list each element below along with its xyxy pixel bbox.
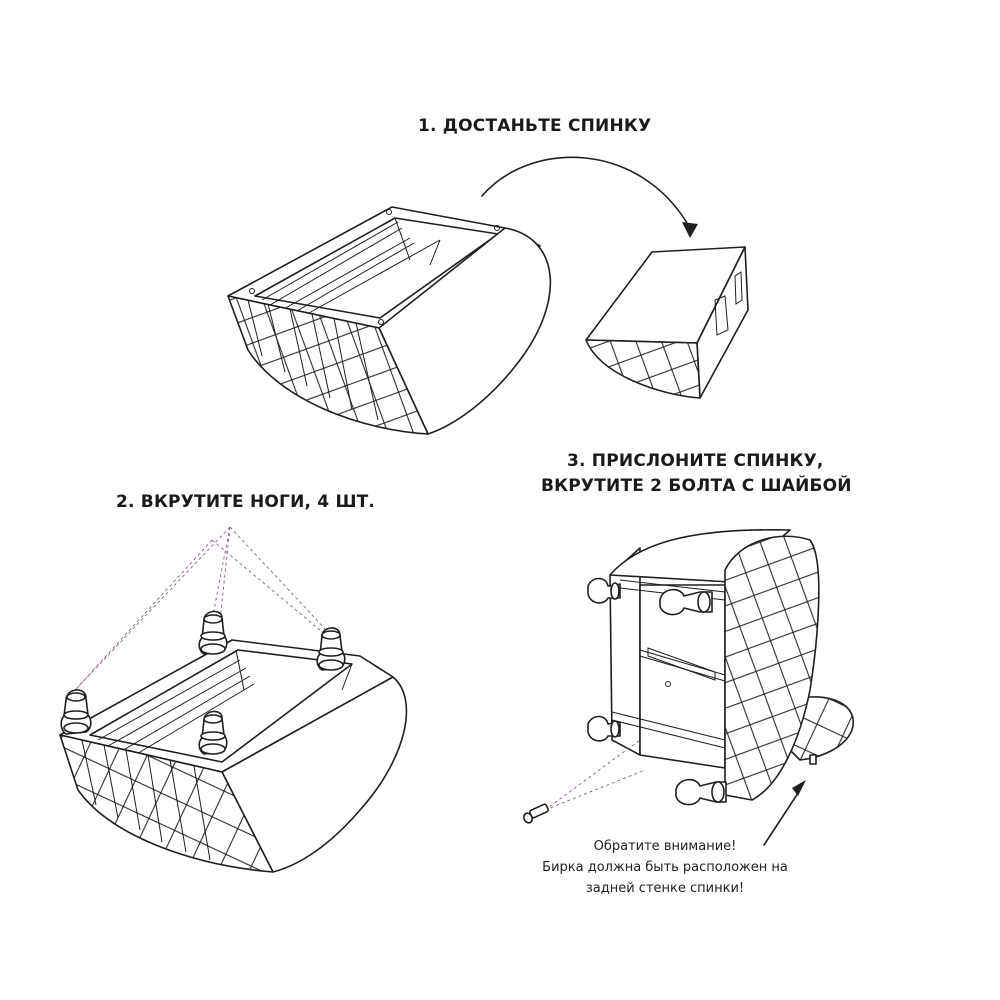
step3-leg-3: [587, 715, 621, 742]
label-tag-icon: [809, 754, 817, 765]
leg-4: [198, 710, 228, 755]
leg-1: [60, 689, 92, 735]
step3-leg-2: [659, 588, 713, 616]
attention-note-line3: задней стенке спинки!: [585, 881, 745, 896]
attention-note-line1: Обратите внимание!: [593, 839, 737, 854]
step1-seat-frame: [227, 206, 552, 435]
bolt-icon: [523, 803, 549, 824]
step3-title-line1: 3. ПРИСЛОНИТЕ СПИНКУ,: [567, 451, 824, 471]
step3-title-line2: ВКРУТИТЕ 2 БОЛТА С ШАЙБОЙ: [541, 476, 852, 496]
attention-note: Обратите внимание! Бирка должна быть рас…: [500, 836, 830, 899]
step3-leg-4: [675, 778, 727, 806]
step2-title: 2. ВКРУТИТЕ НОГИ, 4 ШТ.: [116, 492, 376, 512]
step1-backrest: [585, 246, 749, 399]
step3-leg-1: [587, 577, 621, 604]
step3-assembled: [523, 528, 855, 846]
step2-frame-with-legs: [59, 526, 408, 873]
step1-title: 1. ДОСТАНЬТЕ СПИНКУ: [418, 116, 652, 136]
leg-3: [316, 627, 346, 671]
leg-2: [198, 610, 228, 655]
step1-arrow: [481, 156, 698, 238]
attention-note-line2: Бирка должна быть расположен на: [542, 860, 788, 875]
